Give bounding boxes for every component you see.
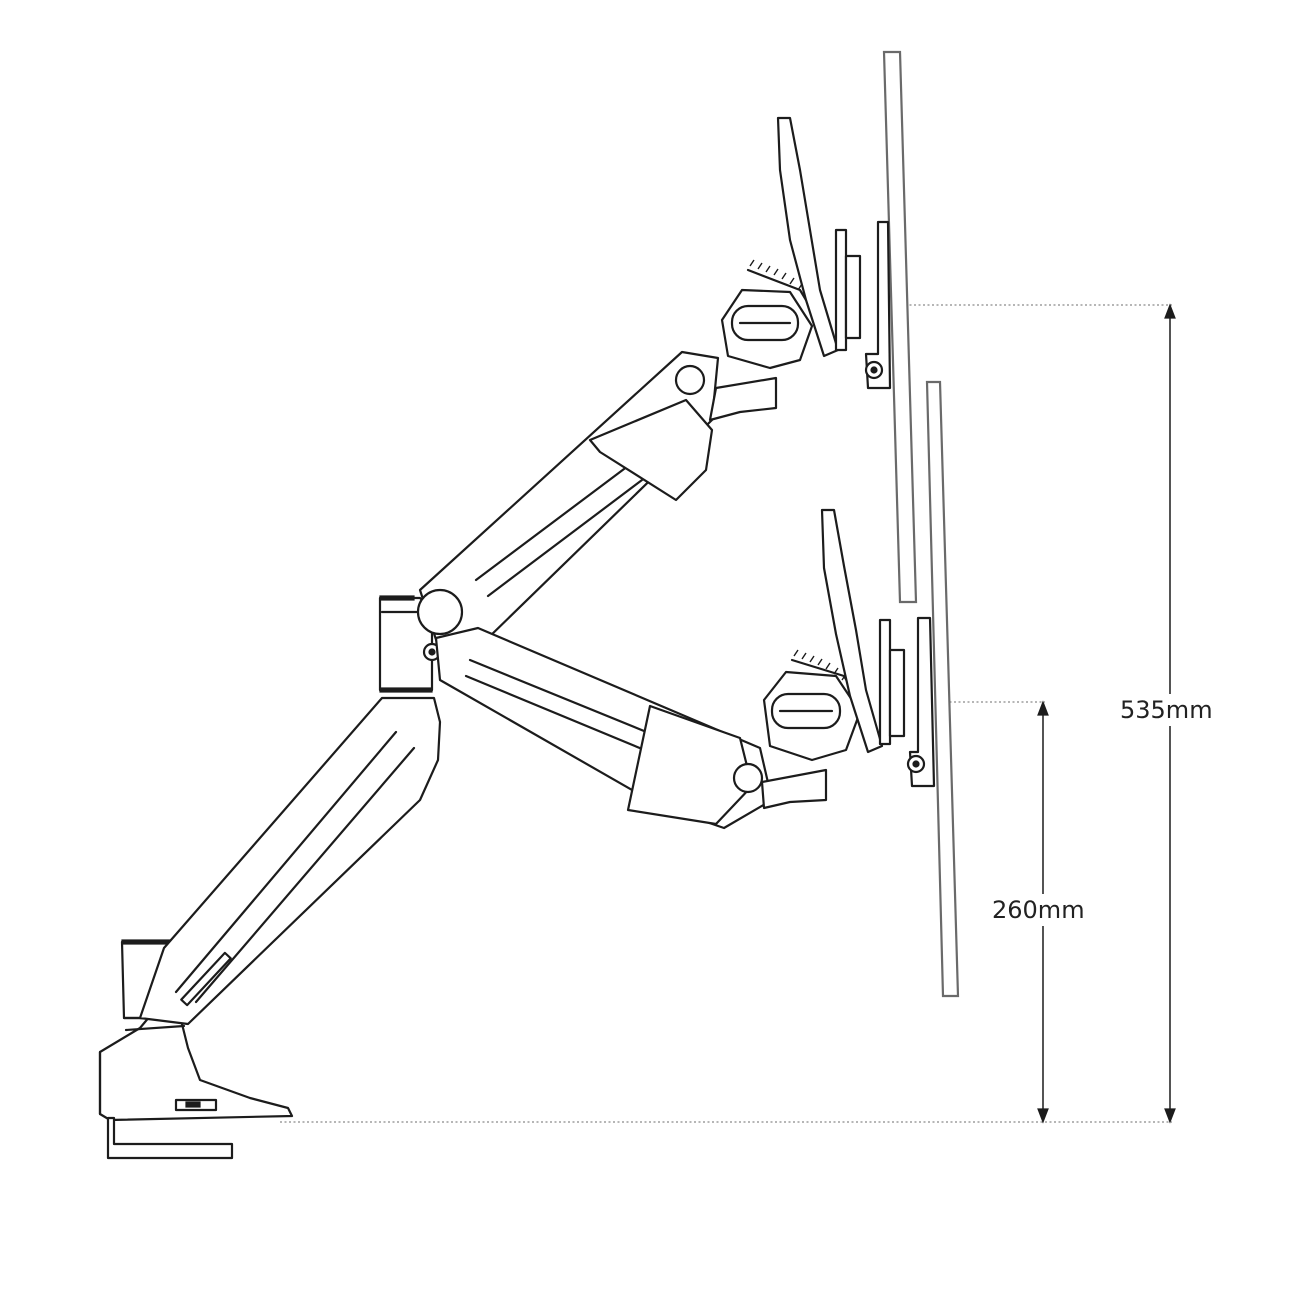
lower-vesa-mount: [888, 648, 906, 738]
lower-forearm-sleeve: [626, 704, 754, 826]
main-arm-body: [138, 696, 442, 1026]
lower-tilt-head: [760, 508, 936, 810]
dimension-260-label: 260mm: [988, 894, 1089, 926]
upper-head-knuckle: [708, 376, 778, 422]
upper-vesa-mount: [844, 254, 862, 340]
dimension-260-arrow-top: [1037, 700, 1049, 716]
arm-cable-clip: [180, 951, 232, 1007]
main-arm: [138, 595, 442, 1026]
upper-tilt-head: [708, 116, 892, 422]
upper-vesa-rail: [834, 228, 848, 352]
upper-forearm-end-pivot: [674, 364, 706, 396]
upper-vesa-plate: [864, 220, 892, 390]
lower-vesa-rail: [878, 618, 892, 746]
reference-lines: [280, 304, 1172, 1123]
lower-forearm: [434, 626, 774, 830]
lower-head-knuckle: [760, 768, 828, 810]
lower-forearm-end-pivot: [732, 762, 764, 794]
upper-forearm: [416, 350, 720, 662]
upper-monitor-screen: [882, 50, 918, 604]
dimension-535-arrow-bottom: [1164, 1108, 1176, 1124]
dimension-260-arrow-bottom: [1037, 1108, 1049, 1124]
dimension-535-label: 535mm: [1116, 694, 1217, 726]
upper-forearm-body: [418, 350, 720, 654]
clamp-bottom-bar: [106, 1116, 234, 1160]
lower-tilt-bracket: [820, 508, 884, 754]
monitor-screens: [882, 50, 960, 998]
upper-forearm-sleeve: [588, 398, 714, 502]
lower-vesa-plate: [908, 616, 936, 788]
dimension-535-arrow-top: [1164, 303, 1176, 319]
lower-monitor-screen: [925, 380, 960, 998]
elbow-pivot-upper: [416, 588, 464, 636]
